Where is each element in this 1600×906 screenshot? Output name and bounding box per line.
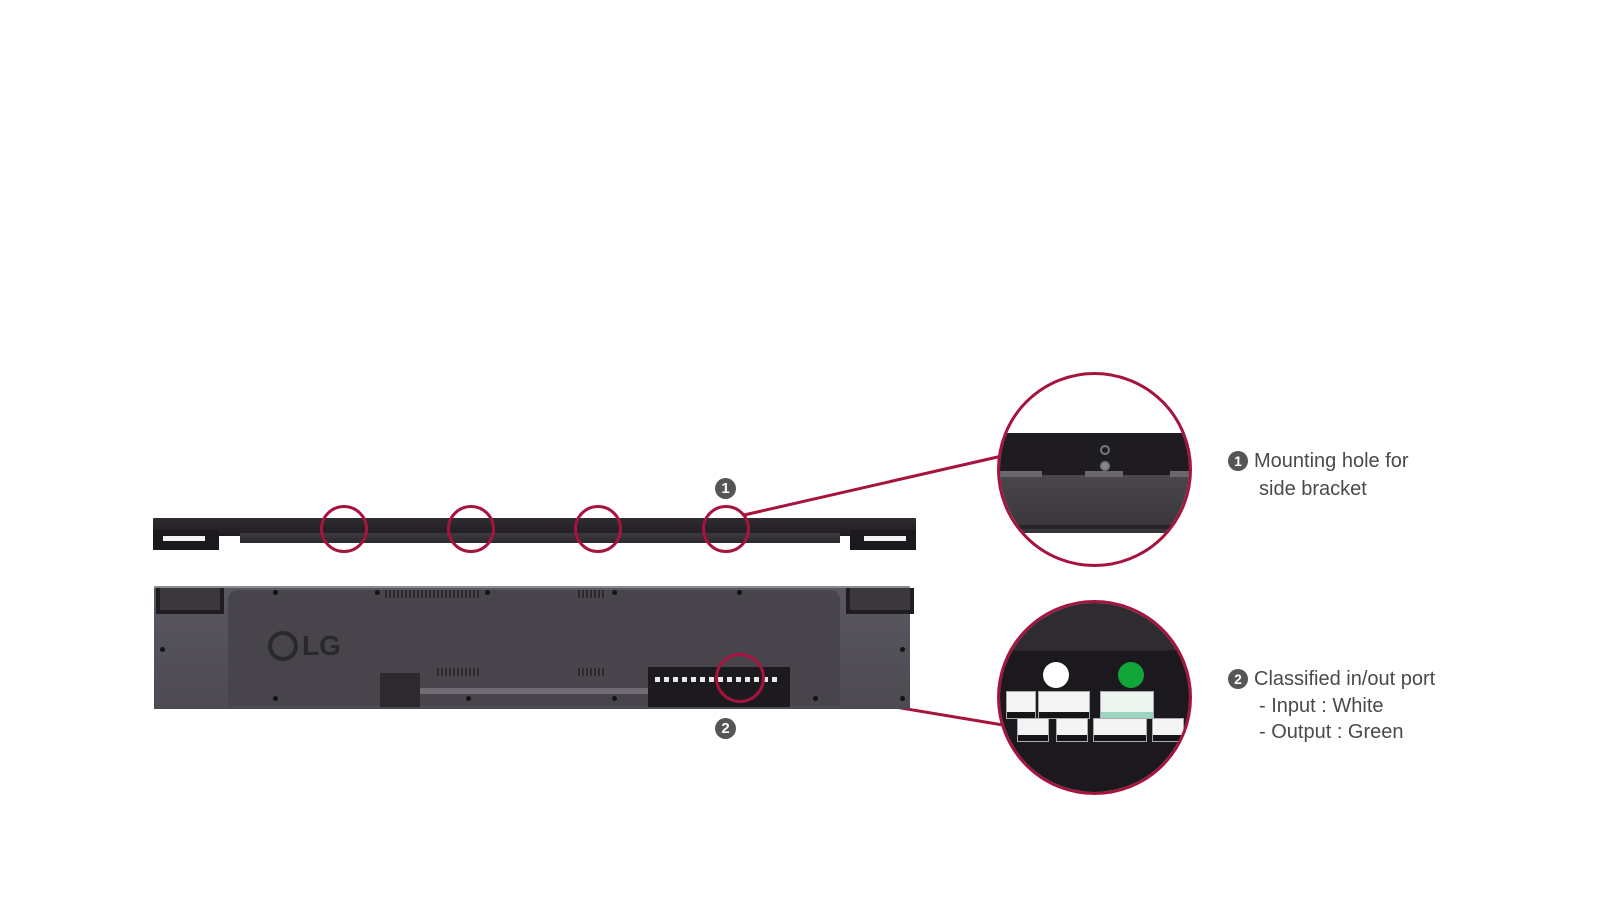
screw: [813, 696, 818, 701]
badge-1-icon: 1: [715, 478, 736, 499]
screw: [737, 590, 742, 595]
mounting-hole-ring-2: [447, 505, 495, 553]
badge-2-icon: 2: [715, 718, 736, 739]
left-handle: [156, 588, 224, 614]
callout-1-title-line2: side bracket: [1259, 478, 1367, 500]
callout-1: 1 Mounting hole for side bracket: [1228, 447, 1409, 503]
mounting-hole-ring-3: [574, 505, 622, 553]
callout-2: 2 Classified in/out port - Input : White…: [1228, 665, 1435, 745]
callout-2-title: Classified in/out port: [1254, 668, 1436, 690]
callout-1-title-line1: Mounting hole for: [1254, 450, 1409, 472]
screw: [273, 590, 278, 595]
top-edge-lower-rail: [240, 533, 840, 543]
screw: [612, 590, 617, 595]
mounting-hole-ring-1: [320, 505, 368, 553]
screw: [900, 647, 905, 652]
input-white-indicator: [1043, 662, 1069, 688]
vent-grille: [437, 668, 479, 676]
screw: [612, 696, 617, 701]
vent-grille: [578, 668, 606, 676]
right-handle: [846, 588, 914, 614]
stand-mount-block: [380, 673, 420, 707]
mounting-hole-icon: [1100, 445, 1110, 455]
output-green-indicator: [1118, 662, 1144, 688]
callout-2-input-detail: - Input : White: [1259, 695, 1384, 717]
mounting-hole-zoom-inset: [997, 372, 1192, 567]
left-mount-foot: [153, 530, 219, 550]
vent-grille: [385, 590, 480, 598]
mounting-hole-icon: [1100, 461, 1110, 471]
screw: [900, 696, 905, 701]
lg-logo-icon: [268, 631, 298, 661]
lg-logo: LG: [268, 630, 341, 662]
mounting-hole-ring-4: [702, 505, 750, 553]
lg-logo-text: LG: [302, 630, 341, 661]
screw: [466, 696, 471, 701]
callout-2-output-detail: - Output : Green: [1259, 721, 1404, 743]
vent-grille: [578, 590, 606, 598]
screw: [485, 590, 490, 595]
screw: [273, 696, 278, 701]
badge-2-icon: 2: [1228, 669, 1248, 689]
screw: [160, 647, 165, 652]
io-port-ring: [715, 653, 765, 703]
stand-rail: [420, 688, 648, 694]
io-port-zoom-inset: [997, 600, 1192, 795]
screw: [375, 590, 380, 595]
right-mount-foot: [850, 530, 916, 550]
connector-line-1: [743, 454, 1003, 517]
badge-1-icon: 1: [1228, 451, 1248, 471]
